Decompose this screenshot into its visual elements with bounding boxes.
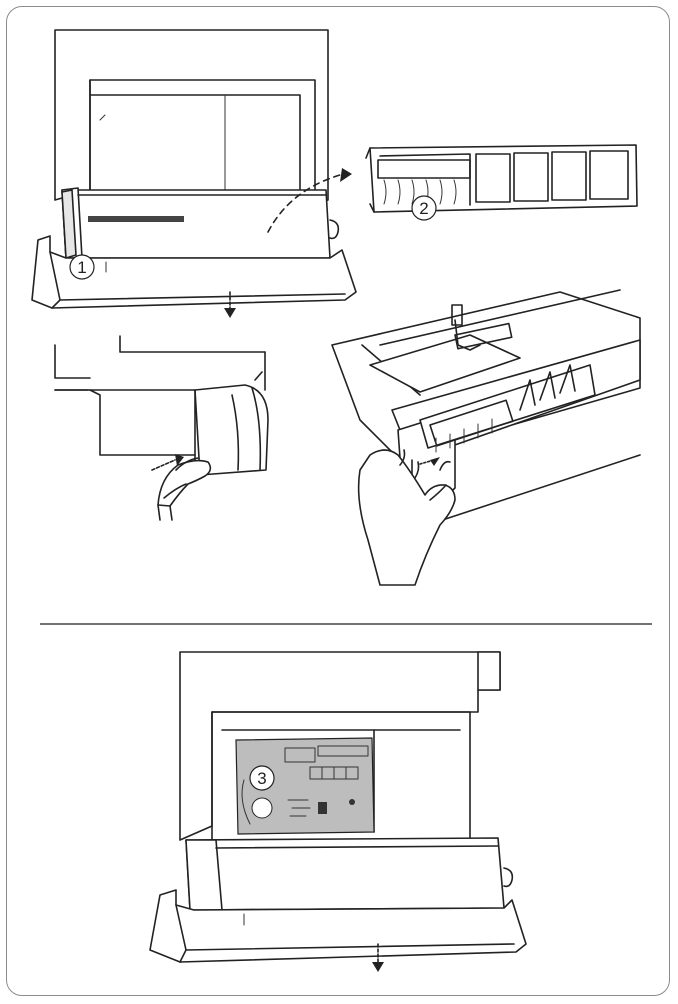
hand-inserting-tray-icon <box>331 289 641 586</box>
accessory-box-open-icon <box>31 29 357 318</box>
callout-3: 3 <box>249 765 275 791</box>
accessory-box-needle-plate-icon <box>149 651 527 972</box>
callout-1: 1 <box>69 254 95 280</box>
callout-2-label: 2 <box>419 199 428 218</box>
hand-pushing-icon <box>54 335 269 521</box>
callout-3-label: 3 <box>257 769 266 788</box>
callout-1-label: 1 <box>77 258 86 277</box>
accessory-tray-icon <box>365 144 638 213</box>
callout-2: 2 <box>411 195 437 221</box>
